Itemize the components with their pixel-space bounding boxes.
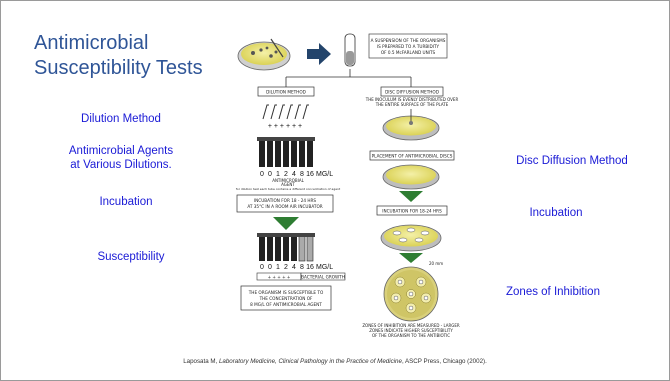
incubation-left-2: AT 35°C IN A ROOM AIR INCUBATOR	[247, 204, 322, 209]
tube-num: 2	[284, 264, 288, 271]
source-plate	[237, 38, 291, 71]
label-susceptibility: Susceptibility	[97, 251, 165, 263]
label-dilution-method: Dilution Method	[81, 113, 161, 125]
placement-text: PLACEMENT OF ANTIMICROBIAL DISCS	[372, 154, 453, 159]
conclusion-1: THE ORGANISM IS SUSCEPTIBLE TO	[248, 290, 324, 295]
tube-num: 16	[306, 171, 314, 178]
tube-num: 2	[284, 171, 288, 178]
citation-prefix: Laposata M,	[183, 358, 219, 365]
placement-box: PLACEMENT OF ANTIMICROBIAL DISCS	[369, 150, 455, 161]
tube-rack-2	[257, 233, 315, 262]
tube-num: 0	[260, 264, 264, 271]
tube-num: 16	[306, 264, 314, 271]
conclusion-box: THE ORGANISM IS SUSCEPTIBLE TO THE CONCE…	[240, 285, 332, 311]
disc-diffusion-box: DISC DIFFUSION METHOD THE INOCULUM IS EV…	[365, 86, 459, 107]
citation: Laposata M, Laboratory Medicine, Clinica…	[1, 358, 669, 365]
zones-caption-1: ZONES OF INHIBITION ARE MEASURED - LARGE…	[362, 323, 460, 328]
suspension-text-3: OF 0.5 McFARLAND UNITS	[381, 50, 436, 55]
suspension-box: A SUSPENSION OF THE ORGANISMS IS PREPARE…	[368, 33, 448, 59]
dots-row: + + + + + +	[268, 123, 302, 130]
suspension-text-2: IS PREPARED TO A TURBIDITY	[377, 44, 440, 49]
tube-rack-1	[257, 137, 315, 167]
tube-num: 8	[300, 171, 304, 178]
mg-label: MG/L	[316, 264, 333, 271]
incubation-right-text: INCUBATION FOR 18-24 HRS	[382, 209, 442, 214]
disc-sub-2: THE ENTIRE SURFACE OF THE PLATE	[375, 102, 449, 107]
incubated-plate	[380, 224, 442, 252]
pipettes	[262, 104, 309, 120]
disc-diffusion-text: DISC DIFFUSION METHOD	[385, 90, 439, 95]
bacterial-growth-row: + + + + + BACTERIAL GROWTH	[256, 272, 346, 281]
agent-caption-1: ANTIMICROBIAL	[272, 178, 304, 183]
slide-title: Antimicrobial Susceptibility Tests	[34, 31, 203, 81]
label-agents-line-2: at Various Dilutions.	[70, 159, 172, 171]
label-agents-line-1: Antimicrobial Agents	[68, 145, 174, 157]
inoculum-tube	[344, 33, 356, 67]
tube-numbers-1: 0 0 1 2 4 8 16 MG/L	[260, 171, 333, 178]
green-arrow-right-1	[399, 191, 423, 202]
conclusion-3: 8 MG/L OF ANTIMICROBIAL AGENT	[250, 302, 322, 307]
incubation-box-left: INCUBATION FOR 18 - 24 HRS AT 35°C IN A …	[236, 194, 334, 213]
tube-num: 0	[268, 171, 272, 178]
branch-connector	[285, 69, 412, 87]
citation-title: Laboratory Medicine, Clinical Pathology …	[218, 358, 402, 365]
zones-caption-2: ZONES INDICATE HIGHER SUSCEPTIBILITY	[369, 328, 453, 333]
agent-caption-2: AGENT	[281, 182, 295, 187]
label-disc-diffusion: Disc Diffusion Method	[516, 155, 628, 167]
incubation-box-right: INCUBATION FOR 18-24 HRS	[376, 205, 448, 216]
mg-label: MG/L	[316, 171, 333, 178]
inoculated-plate	[382, 109, 440, 141]
disc-plate	[382, 164, 440, 190]
label-antimicrobial-agents: Antimicrobial Agents at Various Dilution…	[46, 144, 196, 172]
susceptibility-figure: A SUSPENSION OF THE ORGANISMS IS PREPARE…	[236, 33, 460, 338]
zones-caption-3: OF THE ORGANISM TO THE ANTIBIOTIC	[372, 333, 450, 338]
tube-num: 0	[268, 264, 272, 271]
label-incubation-right: Incubation	[529, 207, 583, 219]
incubation-left-1: INCUBATION FOR 18 - 24 HRS	[254, 198, 316, 203]
tube-num: 1	[276, 264, 280, 271]
dilution-method-text: DILUTION METHOD	[266, 90, 306, 95]
bacterial-growth-text: BACTERIAL GROWTH	[301, 275, 345, 280]
tube-num: 4	[292, 171, 296, 178]
label-incubation-left: Incubation	[99, 196, 153, 208]
growth-marks: + + + + +	[268, 275, 291, 280]
agent-caption-3: for dilution test each tube contains a d…	[236, 187, 341, 191]
tube-num: 1	[276, 171, 280, 178]
disc-sub-1: THE INOCULUM IS EVENLY DISTRIBUTED OVER	[365, 97, 459, 102]
conclusion-2: THE CONCENTRATION OF	[259, 296, 313, 301]
label-zones-of-inhibition: Zones of Inhibition	[506, 286, 600, 298]
citation-suffix: , ASCP Press, Chicago (2002).	[401, 358, 487, 365]
tube-num: 0	[260, 171, 264, 178]
tube-numbers-2: 0 0 1 2 4 8 16 MG/L	[260, 264, 333, 271]
zone-mm-label: 20 mm	[429, 261, 443, 266]
tube-num: 4	[292, 264, 296, 271]
green-arrow-left	[273, 217, 299, 230]
title-line-1: Antimicrobial	[34, 32, 149, 54]
title-line-2: Susceptibility Tests	[34, 57, 203, 79]
green-arrow-right-2	[399, 253, 423, 263]
suspension-text-1: A SUSPENSION OF THE ORGANISMS	[371, 38, 446, 43]
tube-num: 8	[300, 264, 304, 271]
blue-arrow	[307, 43, 331, 65]
dilution-method-box: DILUTION METHOD	[257, 86, 315, 97]
zones-plate	[383, 266, 439, 322]
